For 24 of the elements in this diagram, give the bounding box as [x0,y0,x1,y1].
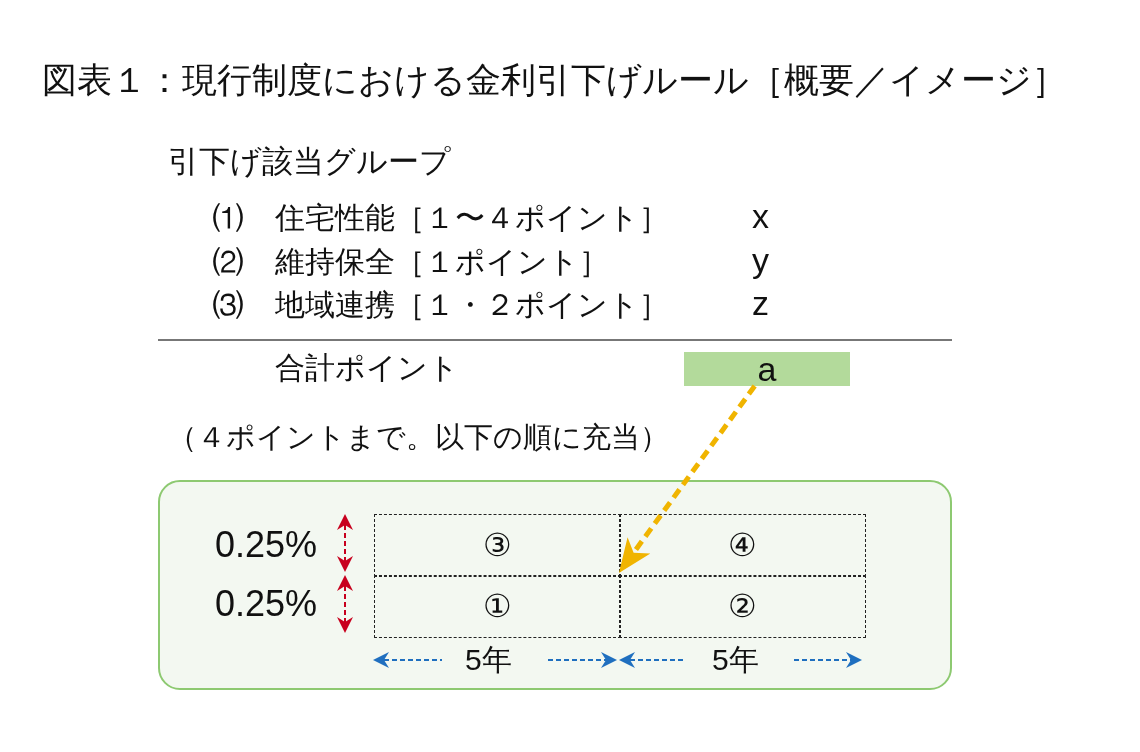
item-label: 住宅性能［１〜４ポイント］ [275,200,669,236]
period-label: 5年 [712,642,759,678]
grid-cell: ④ [619,514,866,577]
total-value-box: a [684,352,850,386]
item-number: ⑶ [213,287,243,323]
point-variable: z [752,282,769,324]
grid-cell: ③ [374,514,621,577]
period-label: 5年 [465,642,512,678]
rate-label: 0.25% [215,582,318,626]
item-number: ⑵ [213,244,243,280]
grid-cell: ① [374,575,621,638]
total-label: 合計ポイント [275,350,459,386]
arrow [618,384,757,573]
diagram-title: 図表１：現行制度における金利引下げルール［概要／イメージ］ [42,59,1067,101]
item-label: 維持保全［１ポイント］ [275,244,609,280]
point-variable: y [752,239,769,281]
grid-cell: ② [619,575,866,638]
point-variable: x [752,195,769,237]
item-number: ⑴ [213,200,243,236]
note-text: （４ポイントまで。以下の順に充当） [168,419,669,455]
section-heading: 引下げ該当グループ [168,143,451,181]
item-label: 地域連携［１・２ポイント］ [275,287,669,323]
rounded-panel [158,480,952,690]
rate-label: 0.25% [215,523,318,567]
